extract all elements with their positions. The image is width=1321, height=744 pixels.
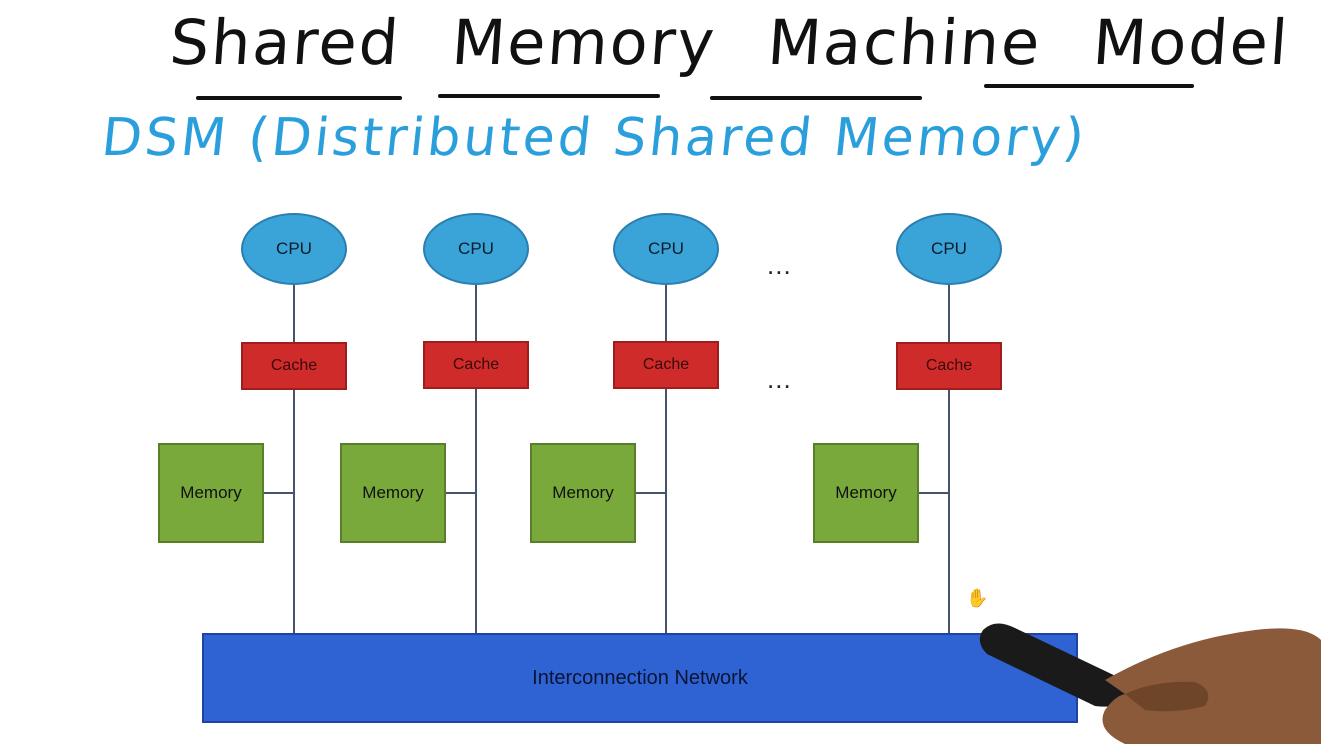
cpu-node: CPU [613,213,719,285]
memory-node: Memory [340,443,446,543]
ellipsis-cache: ... [767,364,792,394]
cache-node: Cache [613,341,719,389]
cache-node: Cache [896,342,1002,390]
pen-hand-icon [979,623,1321,744]
connector-line [293,285,295,633]
connector-line [475,285,477,633]
connector-line [446,492,476,494]
title-underline [984,84,1194,88]
title-area: Shared Memory Machine Model [0,0,1321,110]
cache-node: Cache [423,341,529,389]
memory-node: Memory [813,443,919,543]
interconnection-network: Interconnection Network [202,633,1078,723]
cpu-node: CPU [241,213,347,285]
title-underline [196,96,402,100]
subtitle: DSM (Distributed Shared Memory) [98,108,1090,168]
title-underline [438,94,660,98]
cpu-node: CPU [896,213,1002,285]
cache-node: Cache [241,342,347,390]
memory-node: Memory [158,443,264,543]
memory-node: Memory [530,443,636,543]
connector-line [263,492,294,494]
ellipsis-cpu: ... [767,250,792,280]
connector-line [918,492,949,494]
page-title: Shared Memory Machine Model [167,6,1292,79]
connector-line [665,285,667,633]
connector-line [635,492,666,494]
hand-cursor-icon: ✋ [966,588,989,608]
connector-line [948,285,950,633]
title-underline [710,96,922,100]
cpu-node: CPU [423,213,529,285]
